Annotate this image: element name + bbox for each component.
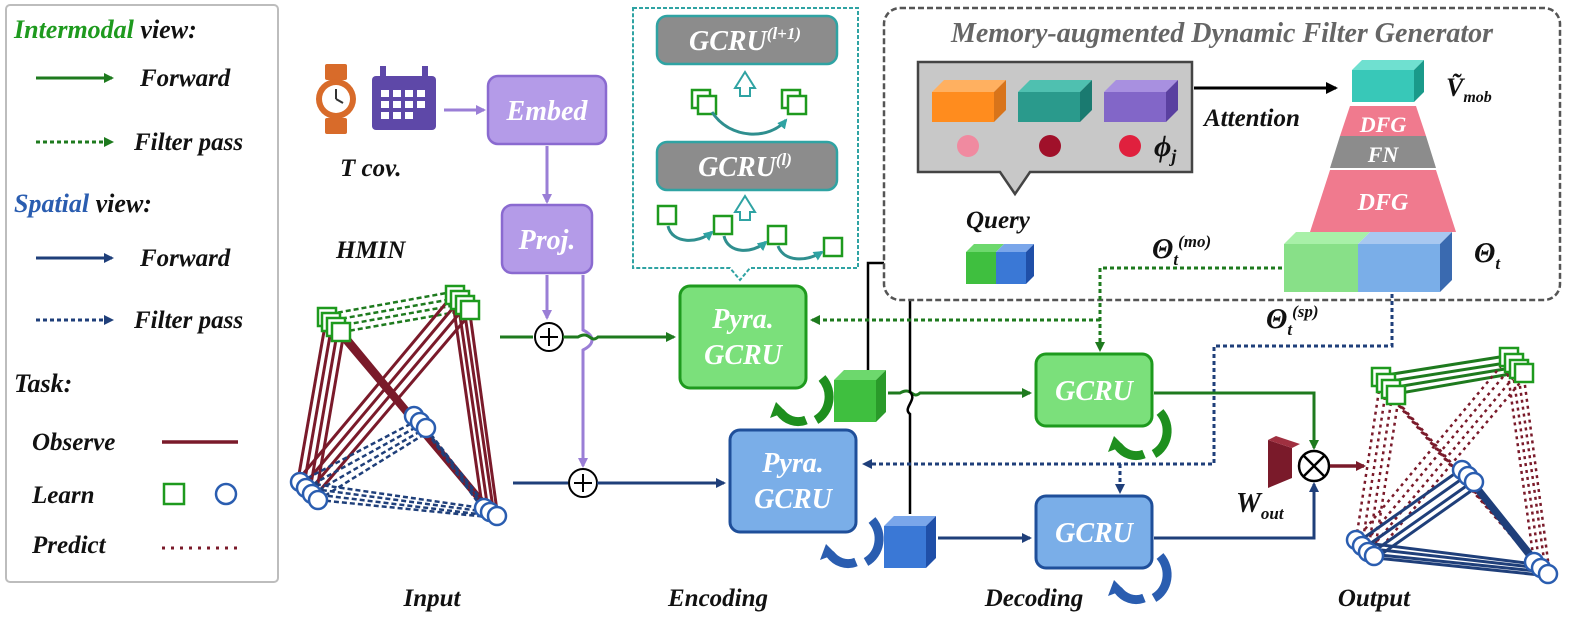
memory-slot-teal — [1018, 80, 1092, 122]
blue-decoder-to-multiply-arrow — [1154, 482, 1319, 540]
green-encoder-recurrent-loop — [813, 375, 834, 424]
theta-sp-label: Θt(sp) — [1266, 302, 1319, 339]
embed-label: Embed — [506, 96, 589, 127]
green-pyra-gcru-box — [678, 284, 808, 390]
legend-learn-label: Learn — [31, 482, 95, 509]
gcru-stack-callout: GCRU(l+1) GCRU(l) — [632, 7, 859, 282]
proj-label: Proj. — [518, 225, 576, 256]
green-plus-to-encoder-arrow — [563, 332, 676, 342]
legend-blue-forward-label: Forward — [139, 245, 231, 272]
green-decoder-gcru-box — [1034, 352, 1154, 428]
embed-box — [486, 74, 608, 146]
legend-observe-label: Observe — [32, 429, 115, 456]
gcru-l-label: GCRU(l) — [698, 150, 792, 183]
blue-pyra-gcru-line2: GCRU — [754, 484, 834, 515]
w-out-label: Wout — [1236, 488, 1285, 523]
input-graph — [289, 284, 508, 527]
memory-module: Memory-augmented Dynamic Filter Generato… — [882, 6, 1562, 302]
phi-j-label: ϕj — [1154, 130, 1177, 166]
fn-block — [1330, 136, 1436, 168]
hmin-label: HMIN — [335, 237, 406, 264]
legend-task-title: Task: — [14, 369, 72, 398]
green-add-op — [534, 322, 564, 352]
output-graph — [1345, 346, 1559, 585]
green-decoder-gcru-label: GCRU — [1055, 376, 1135, 407]
dfg-bottom-label: DFG — [1357, 190, 1409, 216]
theta-mo-label: Θt(mo) — [1152, 232, 1211, 269]
blue-filter-to-encoder-arrow — [862, 294, 1394, 469]
memory-slot-purple — [1104, 80, 1178, 122]
stage-input-label: Input — [403, 585, 462, 612]
w-out-block — [1268, 436, 1300, 488]
green-pyra-gcru-line2: GCRU — [704, 340, 784, 371]
stage-decoding-label: Decoding — [984, 585, 1084, 612]
green-filter-to-decoder-arrow — [1095, 266, 1282, 352]
blue-hidden-cube — [884, 516, 936, 568]
legend-predict-label: Predict — [31, 532, 107, 559]
green-decoder-recurrent-loop — [1151, 409, 1172, 458]
stage-output-label: Output — [1338, 585, 1411, 612]
theta-t-label: Θt — [1474, 238, 1501, 273]
gcru-l-box — [655, 140, 839, 192]
gcru-l-plus-1-box — [655, 14, 839, 66]
blue-decoder-recurrent-loop — [1151, 553, 1172, 602]
blue-cube-to-query-line — [904, 278, 916, 514]
query-cube — [966, 244, 1034, 284]
dfg-top-label: DFG — [1359, 112, 1407, 137]
legend-spatial-title: Spatial view: — [14, 189, 152, 218]
watch-icon — [316, 64, 356, 134]
legend-green-forward-label: Forward — [139, 65, 231, 92]
legend-learn-circle — [214, 482, 238, 506]
v-mob-label: Ṽmob — [1446, 73, 1492, 106]
v-mob-cube — [1352, 60, 1424, 102]
multiply-op — [1297, 449, 1331, 483]
blue-encoder-recurrent-loop — [863, 517, 884, 566]
query-label: Query — [966, 207, 1031, 234]
proj-box — [500, 203, 594, 275]
memory-weight-dark — [1039, 135, 1061, 157]
green-pyra-gcru-line1: Pyra. — [711, 304, 773, 335]
calendar-icon — [372, 66, 436, 130]
gcru-l-plus-1-label: GCRU(l+1) — [689, 24, 801, 57]
fn-label: FN — [1367, 142, 1400, 167]
legend-blue-filter-label: Filter pass — [133, 307, 243, 334]
memory-weight-light — [957, 135, 979, 157]
theta-t-cube — [1284, 232, 1452, 292]
blue-decoder-gcru-label: GCRU — [1055, 518, 1135, 549]
legend-panel: Intermodal view: Forward Filter pass Spa… — [5, 4, 279, 583]
blue-add-op — [568, 468, 598, 498]
blue-pyra-gcru-line1: Pyra. — [761, 448, 823, 479]
memory-title: Memory-augmented Dynamic Filter Generato… — [950, 18, 1494, 49]
blue-pyra-gcru-box — [728, 428, 858, 534]
t-cov-label: T cov. — [340, 155, 402, 182]
proj-to-blue-plus-arrow — [578, 275, 594, 468]
green-decoder-to-multiply-arrow — [1154, 391, 1319, 450]
dfg-bottom-block — [1310, 170, 1456, 232]
legend-green-filter-label: Filter pass — [133, 129, 243, 156]
blue-decoder-gcru-box — [1034, 494, 1154, 570]
legend-intermodal-title: Intermodal view: — [13, 15, 197, 44]
memory-weight-red — [1119, 135, 1141, 157]
stage-encoding-label: Encoding — [667, 585, 768, 612]
dfg-top-block — [1340, 106, 1426, 136]
green-hidden-cube — [834, 370, 886, 422]
attention-label: Attention — [1202, 105, 1300, 132]
legend-learn-square — [162, 482, 186, 506]
memory-slot-orange — [932, 80, 1006, 122]
